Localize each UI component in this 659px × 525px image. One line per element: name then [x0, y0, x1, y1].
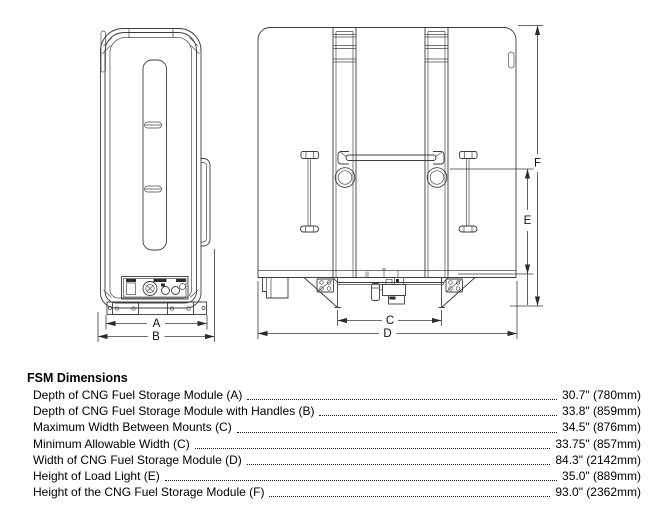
dim-label-e: E — [524, 215, 532, 227]
side-handle — [201, 158, 211, 247]
dimension-row: Minimum Allowable Width (C) 33.75" (857m… — [27, 436, 641, 452]
dim-label-c: C — [386, 315, 394, 327]
dimension-label: Height of Load Light (E) — [33, 469, 160, 484]
dotted-leader — [194, 447, 551, 449]
side-slot-window — [142, 59, 167, 251]
dimension-value: 93.0" (2362mm) — [555, 485, 641, 500]
slot-latch — [144, 121, 162, 193]
dotted-leader — [247, 398, 558, 401]
load-light-left — [334, 167, 356, 188]
dotted-leader — [164, 479, 558, 482]
vent-port — [171, 286, 180, 295]
dim-label-b: B — [152, 331, 160, 343]
strap-channel-right — [424, 27, 449, 278]
mount-bracket-right — [438, 277, 476, 308]
strap-channel-left — [332, 27, 357, 278]
fsm-technical-drawing: A B — [97, 25, 543, 343]
dimension-label: Depth of CNG Fuel Storage Module with Ha… — [33, 404, 315, 419]
dimension-label: Maximum Width Between Mounts (C) — [33, 420, 232, 435]
step-bracket — [262, 277, 289, 299]
dimension-line-e: E — [450, 168, 534, 305]
dotted-leader — [319, 414, 558, 417]
dim-label-d: D — [383, 328, 391, 340]
tie-rod-left — [300, 151, 319, 233]
dimension-value: 84.3" (2142mm) — [555, 452, 641, 467]
mount-bracket-left — [303, 277, 341, 308]
valve-assembly — [365, 267, 406, 305]
dimension-value: 34.5" (876mm) — [562, 420, 641, 435]
dimension-row: Width of CNG Fuel Storage Module (D) 84.… — [27, 452, 641, 468]
dimension-value: 33.75" (857mm) — [555, 436, 641, 451]
control-panel — [121, 276, 189, 300]
dimension-line-f: F — [510, 25, 543, 307]
cross-handle-bar — [337, 151, 445, 165]
front-view-drawing: C D E — [257, 25, 543, 340]
dimensions-title: FSM Dimensions — [27, 371, 128, 385]
dim-label-f: F — [534, 158, 541, 170]
dimension-label: Height of the CNG Fuel Storage Module (F… — [33, 485, 265, 500]
dimension-value: 33.8" (859mm) — [562, 404, 641, 419]
dimension-label: Width of CNG Fuel Storage Module (D) — [33, 452, 242, 467]
front-edge-slot — [508, 51, 515, 69]
dimensions-table: FSM Dimensions Depth of CNG Fuel Storage… — [27, 371, 641, 500]
dimension-label: Depth of CNG Fuel Storage Module (A) — [33, 388, 243, 402]
dotted-leader — [246, 463, 551, 466]
tie-rod-right — [458, 151, 478, 233]
dimension-line-d: D — [257, 281, 518, 340]
load-light-right — [426, 167, 448, 188]
fill-port — [161, 286, 170, 295]
dimension-row: Depth of CNG Fuel Storage Module (A) 30.… — [27, 387, 641, 403]
dimension-list: Depth of CNG Fuel Storage Module (A) 30.… — [27, 387, 641, 500]
dimension-label: Minimum Allowable Width (C) — [33, 436, 190, 451]
dimension-row: Maximum Width Between Mounts (C) 34.5" (… — [27, 419, 641, 435]
dimension-line-b: B — [97, 249, 215, 343]
dim-label-a: A — [153, 318, 161, 330]
dimension-value: 35.0" (889mm) — [562, 469, 641, 484]
side-view-drawing: A B — [97, 28, 215, 343]
gauge-dial — [142, 281, 158, 296]
dimension-row: Depth of CNG Fuel Storage Module with Ha… — [27, 403, 641, 419]
dimension-row: Height of Load Light (E) 35.0" (889mm) — [27, 468, 641, 484]
dotted-leader — [269, 495, 551, 498]
dimension-value: 30.7" (780mm) — [562, 388, 641, 402]
base-feet — [106, 301, 207, 315]
dimension-line-c: C — [337, 310, 442, 327]
dimension-line-a: A — [105, 315, 208, 330]
side-clip — [100, 30, 106, 73]
dotted-leader — [236, 431, 558, 433]
dimension-row: Height of the CNG Fuel Storage Module (F… — [27, 484, 641, 500]
